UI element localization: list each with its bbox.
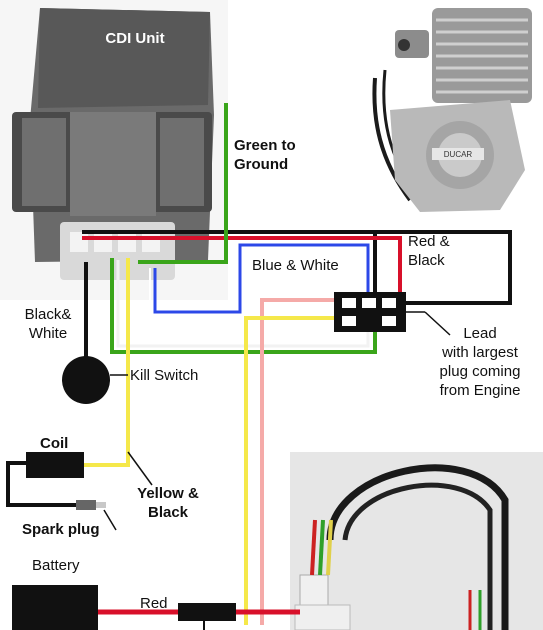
wire-yellow-black <box>84 258 130 467</box>
engine-photo: DUCAR <box>360 0 543 216</box>
connector-photo <box>290 452 543 630</box>
kill-switch-icon <box>62 356 110 404</box>
label-kill-switch: Kill Switch <box>130 367 199 384</box>
label-coil: Coil <box>40 435 69 452</box>
label-green-ground: Green to Ground <box>234 137 296 173</box>
label-yellow-black: Yellow & Black <box>137 485 199 521</box>
wire-coil-spark <box>6 461 76 507</box>
wires <box>6 103 512 625</box>
spark-plug-icon <box>76 500 96 510</box>
label-red: Red <box>140 595 168 612</box>
label-spark-plug: Spark plug <box>22 521 100 538</box>
label-blue-white: Blue & White <box>252 257 339 274</box>
label-engine-lead: Lead with largest plug coming from Engin… <box>439 325 521 399</box>
label-red-black: Red & Black <box>408 233 450 269</box>
wire-black-engine <box>358 230 512 305</box>
wire-yellow <box>244 316 348 625</box>
wire-pink <box>260 298 345 625</box>
wire-blue-white <box>153 243 370 314</box>
wire-green-ground <box>138 103 228 264</box>
cdi-unit-title: CDI Unit <box>105 30 165 47</box>
wire-green-white <box>110 258 377 354</box>
coil-icon <box>26 452 84 478</box>
engine-plug-connector <box>334 292 451 336</box>
engine-brand-text: DUCAR <box>444 150 473 159</box>
label-battery: Battery <box>32 557 80 574</box>
label-black-white: Black& White <box>24 306 72 342</box>
battery-icon <box>12 585 98 630</box>
fuse-holder-icon <box>178 603 236 621</box>
wire-red-top <box>82 236 402 300</box>
